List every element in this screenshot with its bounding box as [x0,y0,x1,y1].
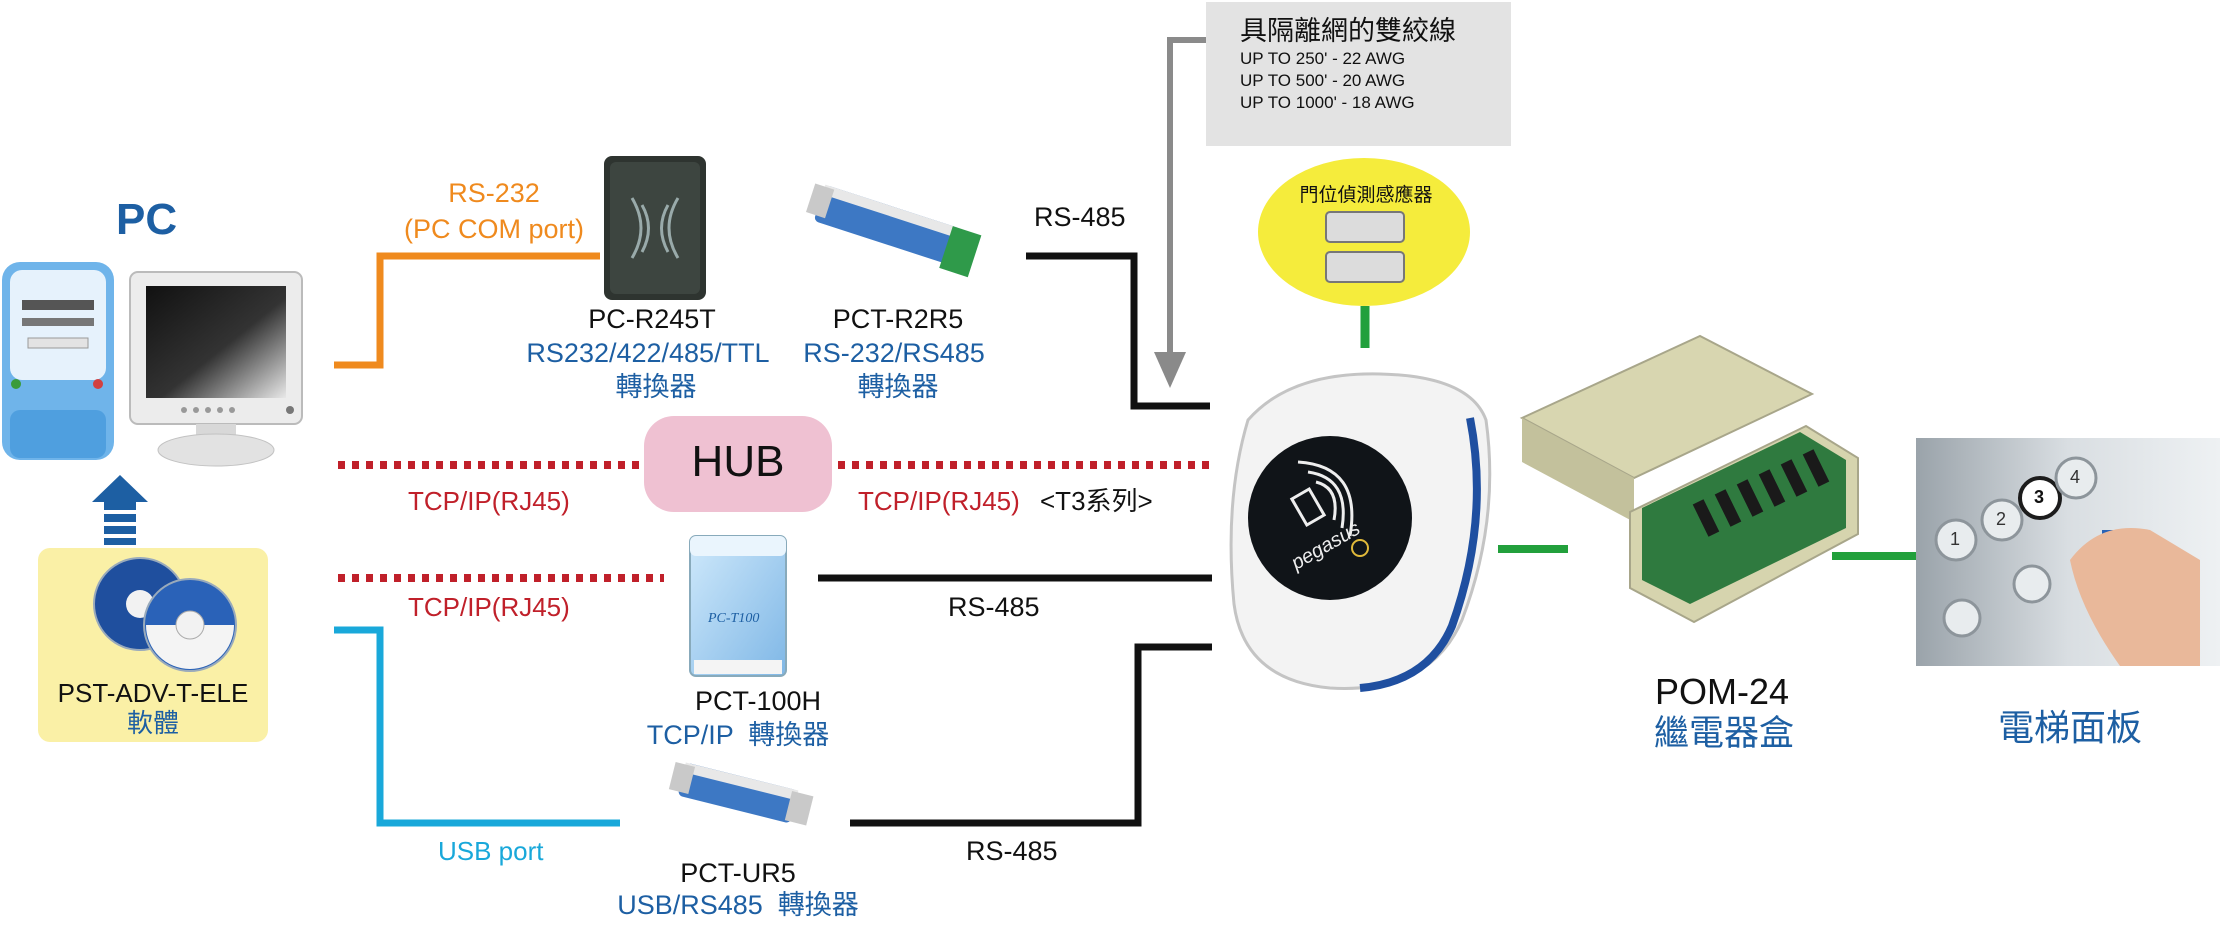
rs485-top-line [1026,252,1210,410]
pct-100h-desc: TCP/IP 轉換器 [646,720,830,750]
cable-arrow-line [1167,37,1206,355]
up-arrow-icon [92,475,148,545]
elevator-panel-label: 電梯面板 [1997,707,2143,748]
rs485-bottom-label: RS-485 [966,836,1058,866]
rs232-line [334,252,600,369]
rs485-mid-label: RS-485 [948,592,1040,622]
cable-note-box [1206,2,1511,146]
usb-line [334,626,620,827]
cable-arrow-head [1154,352,1186,388]
tcpip-upper-left-label: TCP/IP(RJ45) [408,486,570,516]
rs232-label: RS-232 [448,178,540,208]
pct-r2r5-type: 轉換器 [857,372,939,402]
door-sensor-label: 門位偵測感應器 [1299,185,1433,206]
t3-series-label: <T3系列> [1040,486,1153,516]
pc-r245t-type: 轉換器 [615,372,697,402]
tcpip-lower-label: TCP/IP(RJ45) [408,592,570,622]
pct-100h-name: PCT-100H [694,686,822,716]
cable-note-line-2: UP TO 500' - 20 AWG [1240,71,1406,90]
cable-note-line-1: UP TO 250' - 22 AWG [1240,49,1406,68]
panel-button-4: 4 [2070,467,2081,487]
hub-box [644,416,832,512]
pct-r2r5-desc: RS-232/RS485 [803,338,985,368]
cable-note-title: 具隔離網的雙絞線 [1240,16,1456,46]
pc-r245t-desc: RS232/422/485/TTL [526,338,770,368]
door-sensor-icon [1325,211,1405,283]
cable-note-line-3: UP TO 1000' - 18 AWG [1240,93,1415,112]
pegasus-reader-icon [1229,372,1492,692]
pct-ur5-device-icon [668,761,814,826]
tcpip-upper-right-label: TCP/IP(RJ45) [858,486,1020,516]
pc-title: PC [116,195,178,244]
pct-100h-device-icon [689,535,787,677]
pct-100h-device-text: PC-T100 [708,611,760,626]
pc-r245t-device-icon [604,156,706,300]
panel-button-3: 3 [2034,487,2045,507]
software-name-label: PST-ADV-T-ELE [57,678,249,708]
elevator-panel-icon [1916,438,2220,666]
usb-port-label: USB port [438,836,544,866]
pom24-relay-box-icon [1519,334,1859,624]
software-type-label: 軟體 [126,708,180,738]
rs485-top-label: RS-485 [1034,202,1126,232]
rs485-bottom-line [850,643,1212,827]
pc-r245t-name: PC-R245T [588,304,716,334]
pom24-desc: 繼電器盒 [1653,714,1795,753]
monitor-icon [129,271,303,467]
pc-com-port-label: (PC COM port) [403,214,585,244]
panel-button-1: 1 [1950,529,1961,549]
pc-tower-icon [2,262,114,460]
panel-button-2: 2 [1996,509,2007,529]
pct-r2r5-name: PCT-R2R5 [832,304,964,334]
pom24-name: POM-24 [1654,671,1790,712]
pct-ur5-desc: USB/RS485 轉換器 [617,890,859,920]
pct-r2r5-device-icon [805,183,982,278]
software-cd-icon [93,557,237,672]
hub-label: HUB [691,437,785,486]
pct-ur5-name: PCT-UR5 [680,858,796,888]
